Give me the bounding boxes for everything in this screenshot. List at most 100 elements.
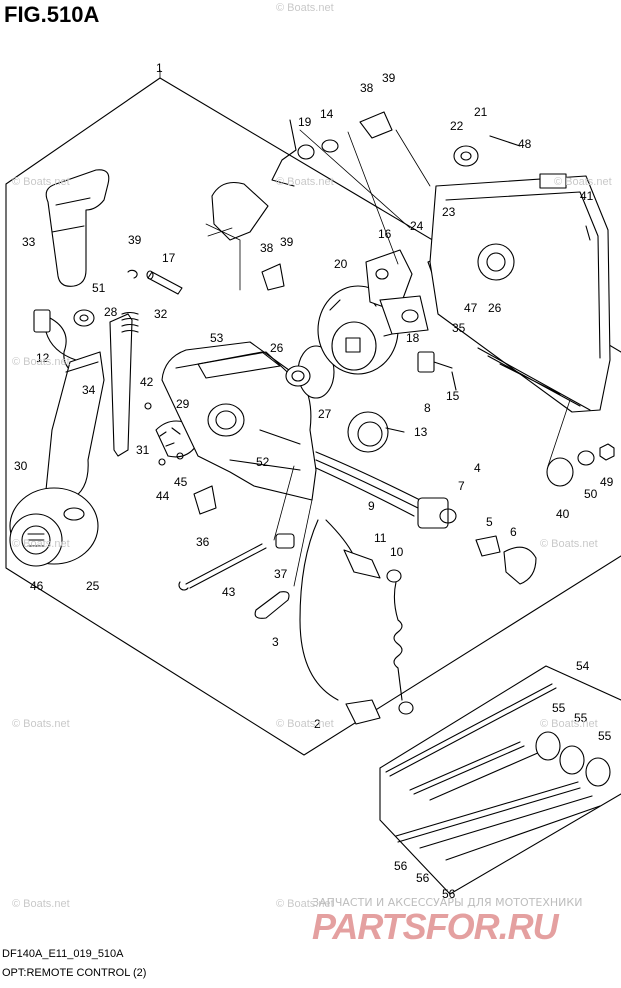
rings-55 bbox=[535, 731, 611, 787]
nut-49 bbox=[599, 443, 615, 461]
callout-c16: 16 bbox=[378, 227, 392, 241]
kit-54-outline bbox=[379, 665, 621, 895]
callout-c30: 30 bbox=[14, 459, 28, 473]
callout-c43: 43 bbox=[222, 585, 236, 599]
callout-c39c: 39 bbox=[280, 235, 294, 249]
bolt-45 bbox=[176, 452, 184, 460]
partsfor-logo: PARTSFOR.RU bbox=[312, 906, 559, 947]
callout-c21: 21 bbox=[474, 105, 488, 119]
boats-watermark: © Boats.net bbox=[12, 898, 70, 910]
callout-c40: 40 bbox=[556, 507, 570, 521]
callout-c18: 18 bbox=[406, 331, 420, 345]
boats-watermark: © Boats.net bbox=[276, 898, 334, 910]
control-housing bbox=[161, 341, 317, 501]
spacer-37 bbox=[275, 533, 295, 549]
callout-c14: 14 bbox=[320, 107, 334, 121]
cable-ties bbox=[385, 683, 601, 861]
boats-watermark: © Boats.net bbox=[276, 2, 334, 14]
callout-c10: 10 bbox=[390, 545, 404, 559]
callout-c55c: 55 bbox=[598, 729, 612, 743]
bearing-22 bbox=[453, 145, 479, 167]
callout-c50: 50 bbox=[584, 487, 598, 501]
callout-c3: 3 bbox=[272, 635, 279, 649]
callout-c28: 28 bbox=[104, 305, 118, 319]
footer-code: DF140A_E11_019_510A bbox=[2, 948, 124, 960]
key-switch bbox=[417, 497, 537, 585]
pin-17 bbox=[146, 270, 183, 295]
callout-c17: 17 bbox=[162, 251, 176, 265]
callout-c39b: 39 bbox=[128, 233, 142, 247]
boats-watermark: © Boats.net bbox=[12, 538, 70, 550]
callout-c34: 34 bbox=[82, 383, 96, 397]
callout-c25: 25 bbox=[86, 579, 100, 593]
gear-assembly-20 bbox=[317, 285, 399, 375]
callout-c27: 27 bbox=[318, 407, 332, 421]
callout-c52: 52 bbox=[256, 455, 270, 469]
callout-c41: 41 bbox=[580, 189, 594, 203]
callout-c26a: 26 bbox=[270, 341, 284, 355]
callout-c42: 42 bbox=[140, 375, 154, 389]
callout-c4: 4 bbox=[474, 461, 481, 475]
callout-c15: 15 bbox=[446, 389, 460, 403]
callout-c48: 48 bbox=[518, 137, 532, 151]
callout-c39a: 39 bbox=[382, 71, 396, 85]
callout-c56b: 56 bbox=[416, 871, 430, 885]
callout-c37: 37 bbox=[274, 567, 288, 581]
boats-watermark: © Boats.net bbox=[12, 176, 70, 188]
callout-c56c: 56 bbox=[442, 887, 456, 901]
bushing-26-left bbox=[285, 365, 311, 387]
callout-c6: 6 bbox=[510, 525, 517, 539]
callout-c12: 12 bbox=[36, 351, 50, 365]
callout-c9: 9 bbox=[368, 499, 375, 513]
side-cover bbox=[429, 173, 611, 413]
stop-switch bbox=[343, 549, 414, 715]
callout-c47: 47 bbox=[464, 301, 478, 315]
callout-c51: 51 bbox=[92, 281, 106, 295]
callout-c38b: 38 bbox=[260, 241, 274, 255]
clip-39-left bbox=[127, 269, 138, 279]
plate-3 bbox=[254, 591, 290, 619]
callout-c19: 19 bbox=[298, 115, 312, 129]
screw-41 bbox=[585, 225, 591, 241]
callout-c33: 33 bbox=[22, 235, 36, 249]
callout-c36: 36 bbox=[196, 535, 210, 549]
boats-watermark: © Boats.net bbox=[276, 718, 334, 730]
callout-c53: 53 bbox=[210, 331, 224, 345]
washer-50 bbox=[577, 450, 595, 466]
bolt-44 bbox=[158, 458, 166, 466]
control-lever bbox=[9, 351, 105, 567]
boats-watermark: © Boats.net bbox=[12, 356, 70, 368]
callout-c44: 44 bbox=[156, 489, 170, 503]
screw-48 bbox=[489, 135, 521, 147]
spring-32 bbox=[121, 311, 139, 333]
callout-c56a: 56 bbox=[394, 859, 408, 873]
callout-c7: 7 bbox=[458, 479, 465, 493]
callout-c8: 8 bbox=[424, 401, 431, 415]
callout-c46: 46 bbox=[30, 579, 44, 593]
callout-c13: 13 bbox=[414, 425, 428, 439]
boats-watermark: © Boats.net bbox=[12, 718, 70, 730]
callout-c1: 1 bbox=[156, 61, 163, 75]
boats-watermark: © Boats.net bbox=[554, 176, 612, 188]
partsfor-tagline: ЗАПЧАСТИ И АКСЕССУАРЫ ДЛЯ МОТОТЕХНИКИ bbox=[312, 896, 583, 909]
washer-51 bbox=[73, 309, 95, 327]
callout-c49: 49 bbox=[600, 475, 614, 489]
connector-2 bbox=[345, 699, 381, 725]
callout-c54: 54 bbox=[576, 659, 590, 673]
switch-8 bbox=[417, 351, 435, 373]
bolt-42 bbox=[144, 402, 152, 410]
callout-c5: 5 bbox=[486, 515, 493, 529]
callout-c2: 2 bbox=[314, 717, 321, 731]
boats-watermark: © Boats.net bbox=[540, 718, 598, 730]
callout-c11: 11 bbox=[374, 531, 387, 545]
bolt-43 bbox=[178, 543, 267, 591]
bracket-36 bbox=[193, 485, 217, 515]
callout-c26b: 26 bbox=[488, 301, 502, 315]
callout-c55b: 55 bbox=[574, 711, 588, 725]
callout-c22: 22 bbox=[450, 119, 464, 133]
bracket-top bbox=[211, 181, 269, 241]
bracket-28 bbox=[109, 313, 133, 457]
callout-c55a: 55 bbox=[552, 701, 566, 715]
boats-watermark: © Boats.net bbox=[540, 538, 598, 550]
